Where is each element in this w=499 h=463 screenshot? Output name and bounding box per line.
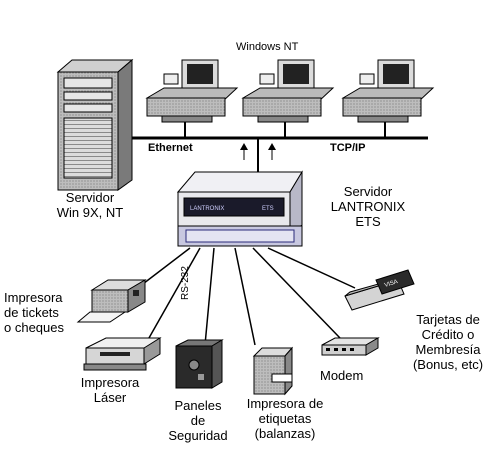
card-reader: VISA [344, 269, 415, 311]
arrow-left-icon [240, 143, 248, 160]
cable-card-reader [267, 247, 356, 289]
rs232-label: RS-232 [180, 266, 191, 300]
label-printer-device [252, 346, 294, 396]
cable-modem [252, 247, 341, 339]
laser-printer-label: Impresora Láser [80, 375, 140, 405]
workstation-1 [145, 59, 239, 123]
tcpip-label: TCP/IP [330, 142, 366, 154]
modem-device [321, 337, 380, 356]
ethernet-label: Ethernet [148, 142, 193, 154]
modem-label: Modem [320, 368, 364, 383]
ticket-printer-label: Impresora de tickets o cheques [4, 290, 64, 335]
arrow-right-icon [268, 143, 276, 160]
device-brand-text: LANTRONIX [190, 206, 224, 212]
device-model-text: ETS [262, 206, 274, 212]
laser-printer [83, 337, 162, 371]
cards-label: Tarjetas de Crédito o Membresía (Bonus, … [412, 312, 484, 372]
security-panel [175, 339, 224, 389]
card-text: VISA [384, 279, 399, 289]
tower-server [56, 58, 134, 191]
workstation-2 [241, 59, 335, 123]
lantronix-device: LANTRONIX ETS [176, 170, 303, 247]
serial-cables [134, 247, 356, 346]
security-panels-label: Paneles de Seguridad [168, 398, 228, 443]
cable-label-printer [234, 247, 256, 346]
server-left-label: Servidor Win 9X, NT [56, 190, 124, 220]
lantronix-label: Servidor LANTRONIX ETS [330, 184, 406, 229]
label-printer-label: Impresora de etiquetas (balanzas) [246, 396, 324, 441]
cable-security-panels [204, 247, 215, 346]
workstation-3 [341, 59, 435, 123]
ticket-printer [76, 279, 147, 323]
cable-laser-printer [144, 247, 201, 346]
windows-nt-label: Windows NT [236, 41, 299, 53]
